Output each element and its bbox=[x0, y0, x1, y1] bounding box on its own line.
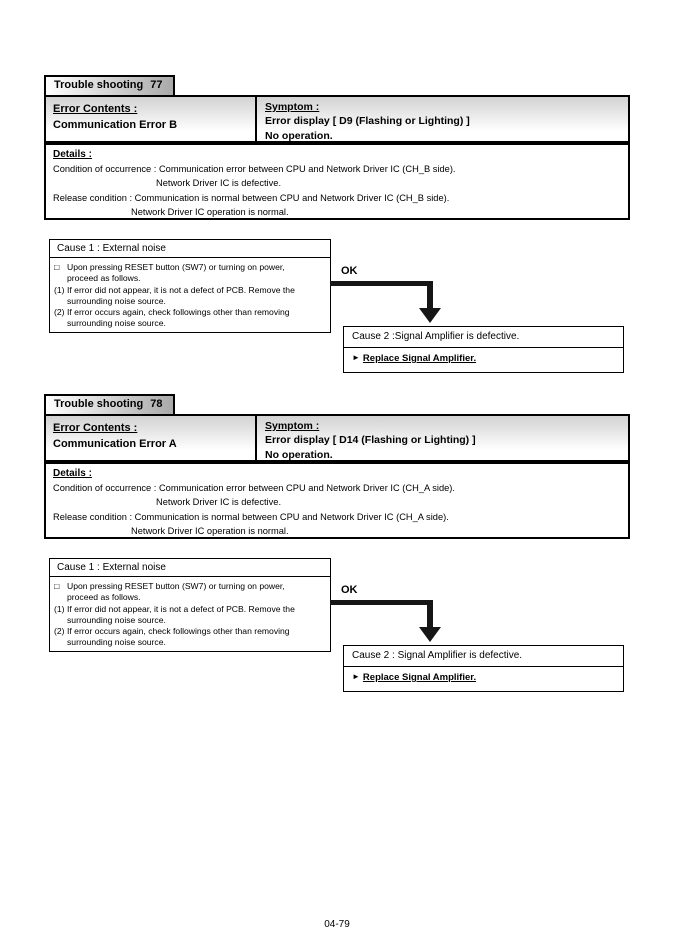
cause1-item-text: If error occurs again, check followings … bbox=[67, 307, 290, 329]
cause1-item-text: Upon pressing RESET button (SW7) or turn… bbox=[67, 581, 285, 603]
symptom-line: No operation. bbox=[265, 129, 333, 142]
cause1-item-text: Upon pressing RESET button (SW7) or turn… bbox=[67, 262, 285, 284]
details-box: Details : Condition of occurrence : Comm… bbox=[44, 143, 630, 220]
step-number: (2) bbox=[54, 307, 65, 318]
cause1-item: (1) If error did not appear, it is not a… bbox=[54, 604, 327, 627]
cause1-item: (2) If error occurs again, check followi… bbox=[54, 626, 327, 649]
tab-number: 77 bbox=[150, 79, 163, 91]
checkbox-bullet-icon: □ bbox=[54, 262, 60, 272]
cause1-title: Cause 1 : External noise bbox=[50, 240, 330, 258]
cause1-box: Cause 1 : External noise □ Upon pressing… bbox=[49, 239, 331, 333]
flow-arrow-horizontal bbox=[330, 600, 432, 605]
cause1-body: □ Upon pressing RESET button (SW7) or tu… bbox=[50, 258, 330, 330]
ok-label: OK bbox=[341, 584, 358, 596]
cause1-item: (1) If error did not appear, it is not a… bbox=[54, 285, 327, 308]
details-line: Release condition : Communication is nor… bbox=[53, 192, 450, 203]
symptom-line: Error display [ D9 (Flashing or Lighting… bbox=[265, 115, 470, 127]
flow-arrow-horizontal bbox=[330, 281, 432, 286]
error-contents-label: Error Contents : bbox=[53, 422, 138, 434]
error-contents-value: Communication Error B bbox=[53, 119, 178, 131]
details-label: Details : bbox=[53, 149, 92, 160]
error-contents-value: Communication Error A bbox=[53, 438, 177, 450]
details-line: Network Driver IC is defective. bbox=[156, 178, 282, 189]
section-tab: Trouble shooting 77 bbox=[44, 75, 175, 97]
troubleshooting-section-77: Trouble shooting 77 Error Contents : Comm… bbox=[0, 75, 674, 395]
troubleshooting-section-78: Trouble shooting 78 Error Contents : Comm… bbox=[0, 394, 674, 714]
cause1-title: Cause 1 : External noise bbox=[50, 559, 330, 577]
checkbox-bullet-icon: □ bbox=[54, 581, 60, 591]
arrowhead-down-icon bbox=[419, 627, 441, 642]
cause1-item-text: If error occurs again, check followings … bbox=[67, 626, 290, 648]
details-line: Release condition : Communication is nor… bbox=[53, 511, 449, 522]
pointer-right-icon: ► bbox=[352, 672, 360, 681]
cause2-box: Cause 2 :Signal Amplifier is defective. … bbox=[343, 326, 624, 373]
tab-title: Trouble shooting bbox=[54, 79, 144, 91]
details-line: Condition of occurrence : Communication … bbox=[53, 483, 455, 493]
step-number: (2) bbox=[54, 626, 65, 637]
cause2-action: Replace Signal Amplifier. bbox=[362, 353, 477, 364]
tab-number: 78 bbox=[150, 398, 163, 410]
cause1-item: □ Upon pressing RESET button (SW7) or tu… bbox=[54, 581, 327, 604]
details-line: Network Driver IC operation is normal. bbox=[131, 526, 289, 537]
step-number: (1) bbox=[54, 603, 65, 614]
symptom-line: Error display [ D14 (Flashing or Lightin… bbox=[265, 434, 476, 446]
cause1-box: Cause 1 : External noise □ Upon pressing… bbox=[49, 558, 331, 652]
error-contents-cell: Error Contents : Communication Error B bbox=[46, 97, 257, 141]
cause2-action-row: ►Replace Signal Amplifier. bbox=[344, 667, 623, 683]
details-line: Condition of occurrence : Communication … bbox=[53, 164, 456, 174]
details-label: Details : bbox=[53, 468, 92, 479]
symptom-label: Symptom : bbox=[265, 101, 320, 113]
cause2-action-row: ►Replace Signal Amplifier. bbox=[344, 348, 623, 364]
cause1-item-text: If error did not appear, it is not a def… bbox=[67, 603, 295, 625]
cause2-action: Replace Signal Amplifier. bbox=[362, 672, 477, 683]
error-header-table: Error Contents : Communication Error B S… bbox=[44, 95, 630, 143]
cause2-title: Cause 2 : Signal Amplifier is defective. bbox=[344, 646, 623, 667]
details-line: Network Driver IC is defective. bbox=[156, 497, 282, 508]
cause1-item: (2) If error occurs again, check followi… bbox=[54, 307, 327, 330]
symptom-label: Symptom : bbox=[265, 420, 320, 432]
cause1-body: □ Upon pressing RESET button (SW7) or tu… bbox=[50, 577, 330, 649]
symptom-line: No operation. bbox=[265, 448, 333, 461]
section-tab: Trouble shooting 78 bbox=[44, 394, 175, 416]
step-number: (1) bbox=[54, 284, 65, 295]
pointer-right-icon: ► bbox=[352, 353, 360, 362]
details-line: Network Driver IC operation is normal. bbox=[131, 207, 289, 218]
tab-title: Trouble shooting bbox=[54, 398, 144, 410]
cause2-box: Cause 2 : Signal Amplifier is defective.… bbox=[343, 645, 624, 692]
details-box: Details : Condition of occurrence : Comm… bbox=[44, 462, 630, 539]
flow-arrow-vertical bbox=[427, 281, 433, 309]
page-number: 04-79 bbox=[324, 919, 350, 930]
cause1-item-text: If error did not appear, it is not a def… bbox=[67, 284, 295, 306]
symptom-cell: Symptom : Error display [ D14 (Flashing … bbox=[257, 416, 628, 461]
cause2-title: Cause 2 :Signal Amplifier is defective. bbox=[344, 327, 623, 348]
error-header-table: Error Contents : Communication Error A S… bbox=[44, 414, 630, 462]
symptom-cell: Symptom : Error display [ D9 (Flashing o… bbox=[257, 97, 628, 142]
error-contents-label: Error Contents : bbox=[53, 103, 138, 115]
cause1-item: □ Upon pressing RESET button (SW7) or tu… bbox=[54, 262, 327, 285]
arrowhead-down-icon bbox=[419, 308, 441, 323]
error-contents-cell: Error Contents : Communication Error A bbox=[46, 416, 257, 460]
ok-label: OK bbox=[341, 265, 358, 277]
flow-arrow-vertical bbox=[427, 600, 433, 628]
